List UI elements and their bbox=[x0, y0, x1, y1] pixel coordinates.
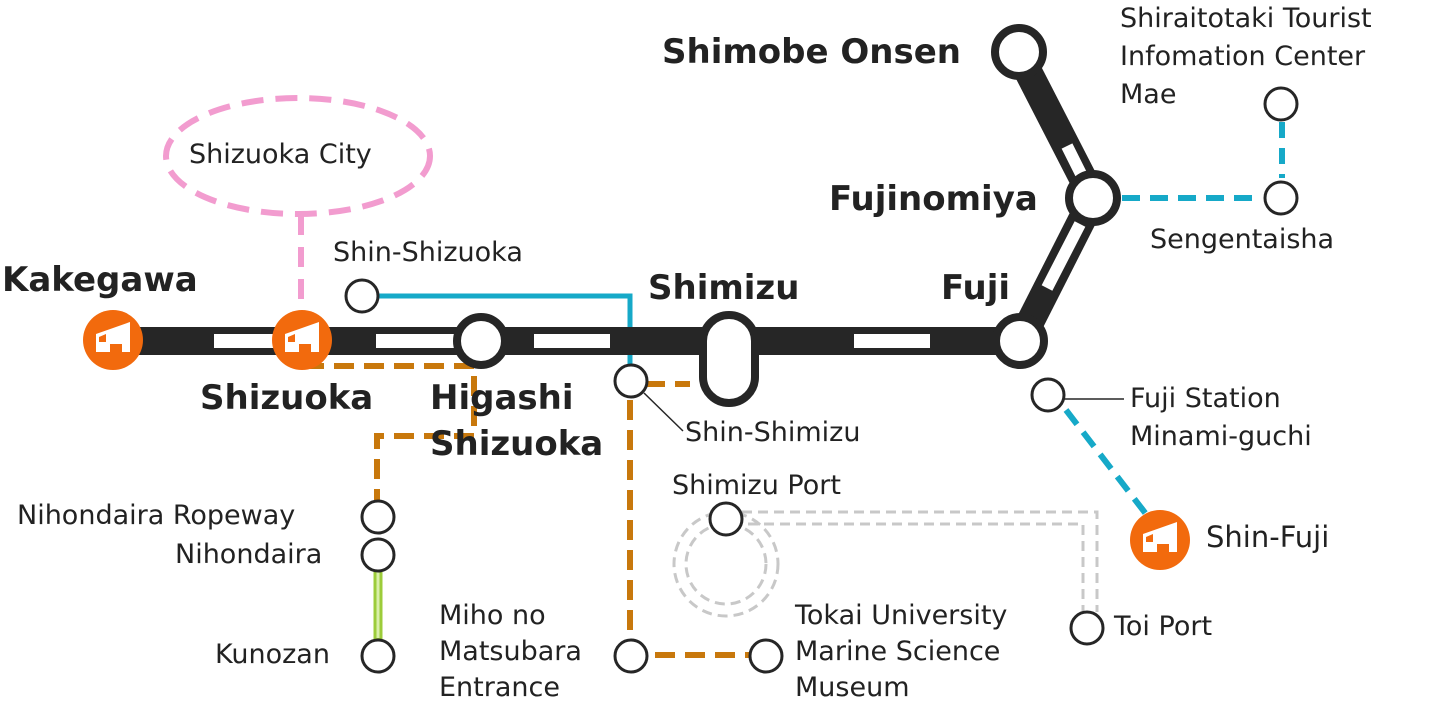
shinkansen-train-icon-detail bbox=[1146, 534, 1153, 542]
main-rail-line bbox=[118, 327, 1023, 355]
station-fujinomiya[interactable] bbox=[1065, 170, 1121, 226]
station-shin-fuji[interactable] bbox=[1130, 510, 1190, 570]
label-shiraitotaki: Shiraitotaki Tourist Infomation Center M… bbox=[1120, 3, 1372, 110]
label-fuji: Fuji bbox=[941, 268, 1011, 308]
stop-shimizu-port[interactable] bbox=[708, 501, 744, 537]
shinkansen-train-icon-detail bbox=[288, 334, 295, 342]
stop-nihondaira[interactable] bbox=[360, 537, 396, 573]
shinkansen-train-icon bbox=[1143, 522, 1177, 552]
stop-shin-shizuoka[interactable] bbox=[344, 278, 380, 314]
label-kakegawa: Kakegawa bbox=[2, 260, 198, 300]
station-shimobe-onsen[interactable] bbox=[991, 24, 1047, 80]
area-label-shizuoka-city: Shizuoka City bbox=[189, 139, 372, 170]
label-kunozan: Kunozan bbox=[215, 639, 330, 670]
station-kakegawa[interactable] bbox=[83, 310, 143, 370]
label-fujinomiya: Fujinomiya bbox=[829, 179, 1038, 219]
stop-sengentaisha[interactable] bbox=[1263, 180, 1299, 216]
label-shin-shizuoka: Shin-Shizuoka bbox=[333, 237, 523, 268]
station-higashi-shizuoka[interactable] bbox=[453, 313, 509, 369]
label-toi-port: Toi Port bbox=[1114, 611, 1213, 642]
label-shimobe-onsen: Shimobe Onsen bbox=[662, 32, 961, 72]
stop-shiraitotaki[interactable] bbox=[1263, 86, 1299, 122]
stop-miho[interactable] bbox=[613, 638, 649, 674]
bus-route-orange bbox=[304, 363, 752, 658]
label-shimizu: Shimizu bbox=[648, 268, 800, 308]
station-fuji[interactable] bbox=[992, 313, 1048, 369]
label-shimizu-port: Shimizu Port bbox=[672, 470, 841, 501]
label-higashi-shizuoka: Higashi Shizuoka bbox=[430, 378, 604, 464]
label-shizuoka: Shizuoka bbox=[200, 378, 374, 418]
shinkansen-train-icon bbox=[285, 322, 319, 352]
label-fuji-minamiguchi: Fuji Station Minami-guchi bbox=[1130, 383, 1312, 452]
label-nihondaira-ropeway: Nihondaira Ropeway bbox=[17, 500, 296, 531]
leader-shin-shimizu bbox=[643, 392, 684, 432]
stop-fuji-minamiguchi[interactable] bbox=[1030, 377, 1066, 413]
label-shin-fuji: Shin-Fuji bbox=[1206, 520, 1330, 554]
stop-toi-port[interactable] bbox=[1069, 610, 1105, 646]
label-sengentaisha: Sengentaisha bbox=[1150, 224, 1335, 255]
stop-shin-shimizu[interactable] bbox=[613, 363, 649, 399]
stop-kunozan[interactable] bbox=[360, 638, 396, 674]
stop-nihondaira-ropeway[interactable] bbox=[360, 499, 396, 535]
label-nihondaira: Nihondaira bbox=[175, 539, 323, 570]
station-shimizu[interactable] bbox=[699, 311, 759, 407]
shinkansen-train-icon-detail bbox=[99, 334, 106, 342]
stop-tokai-museum[interactable] bbox=[748, 638, 784, 674]
label-tokai-museum: Tokai University Marine Science Museum bbox=[795, 600, 1008, 703]
label-shin-shimizu: Shin-Shimizu bbox=[685, 417, 861, 448]
label-miho: Miho no Matsubara Entrance bbox=[439, 600, 582, 703]
shizuoka-city-area-outline bbox=[163, 95, 433, 217]
shinkansen-train-icon bbox=[96, 322, 130, 352]
station-shizuoka[interactable] bbox=[272, 310, 332, 370]
